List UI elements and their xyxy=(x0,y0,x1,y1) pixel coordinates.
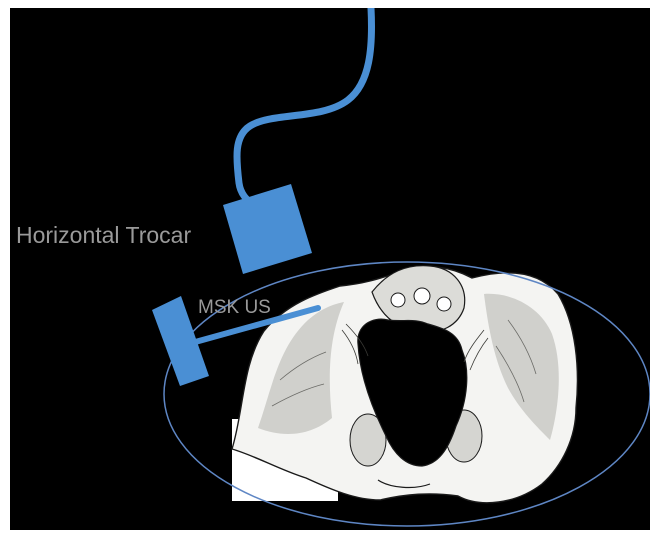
diagram-svg xyxy=(10,8,650,530)
msk-us-label: MSK US xyxy=(198,297,271,319)
horizontal-trocar-label: Horizontal Trocar xyxy=(16,222,191,249)
diagram-canvas: Horizontal Trocar MSK US xyxy=(10,8,650,530)
ultrasound-probe-icon xyxy=(223,184,312,274)
probe-cable xyxy=(237,8,372,208)
pelvis-illustration xyxy=(232,266,577,503)
